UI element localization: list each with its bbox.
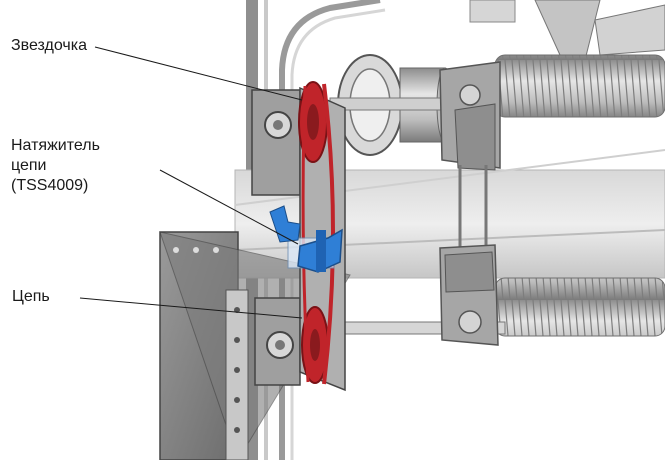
leader-line-tensioner [159, 169, 299, 245]
label-tensioner-line1: Натяжитель [11, 137, 100, 154]
upper-side-bracket [251, 89, 301, 196]
label-chain: Цепь [12, 288, 50, 305]
leader-line-sprocket [94, 46, 303, 101]
leader-line-chain [79, 297, 303, 319]
top-bracket [469, 0, 665, 61]
lower-side-bracket [254, 297, 301, 386]
label-chain-tensioner: Натяжитель цепи (TSS4009) [11, 136, 100, 196]
perforated-strip [225, 289, 249, 460]
chain-tensioner [269, 205, 343, 273]
top-torsion-spring [494, 54, 665, 118]
drive-chain [301, 83, 335, 385]
bottom-torsion-spring [494, 277, 665, 337]
lower-spring-bracket [439, 244, 499, 346]
label-tensioner-line2: цепи [11, 157, 47, 174]
label-sprocket: Звездочка [11, 37, 87, 54]
label-tensioner-line3: (TSS4009) [11, 177, 89, 194]
upper-spring-bracket [439, 61, 501, 171]
